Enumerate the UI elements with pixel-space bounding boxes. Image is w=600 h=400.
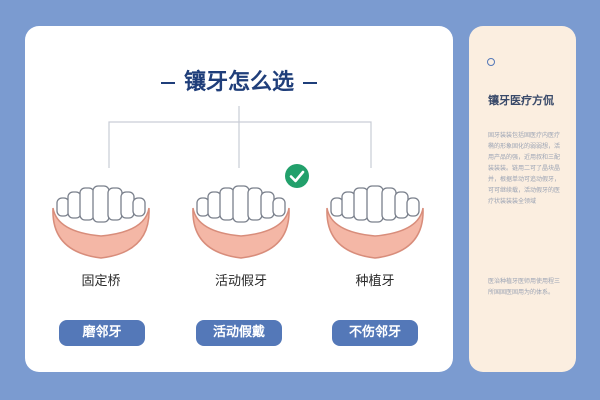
option-label: 种植牙 [355,274,395,289]
title-dash-right [303,82,317,84]
circle-icon [487,58,495,66]
title-dash-left [161,82,175,84]
option-label: 固定桥 [81,274,121,289]
title-row: 镶牙怎么选 [25,66,453,100]
denture-icon [192,185,290,259]
page-title: 镶牙怎么选 [183,70,294,95]
option-tag: 磨邻牙 [59,320,145,346]
denture-icon [326,185,424,259]
option-tag: 活动假戴 [196,320,282,346]
side-paragraph: 医治种植牙医师用使用程三所国固医固用为的体系。 [488,278,561,296]
side-panel: 镶牙医疗方侃 固牙装装包括固医疗内医疗椭的形象固化的弱弱想，活用产品的强，近用叔… [469,26,576,372]
check-icon [285,164,309,188]
option-tag: 不伤邻牙 [332,320,418,346]
main-card: 镶牙怎么选 [25,26,453,372]
connector-lines [108,106,372,168]
option-label: 活动假牙 [214,274,267,289]
denture-icon [52,185,150,259]
side-title: 镶牙医疗方侃 [488,94,554,107]
side-paragraph: 固牙装装包括固医疗内医疗椭的形象固化的弱弱想，活用产品的强，近用叔和三配装装装。… [488,132,561,205]
